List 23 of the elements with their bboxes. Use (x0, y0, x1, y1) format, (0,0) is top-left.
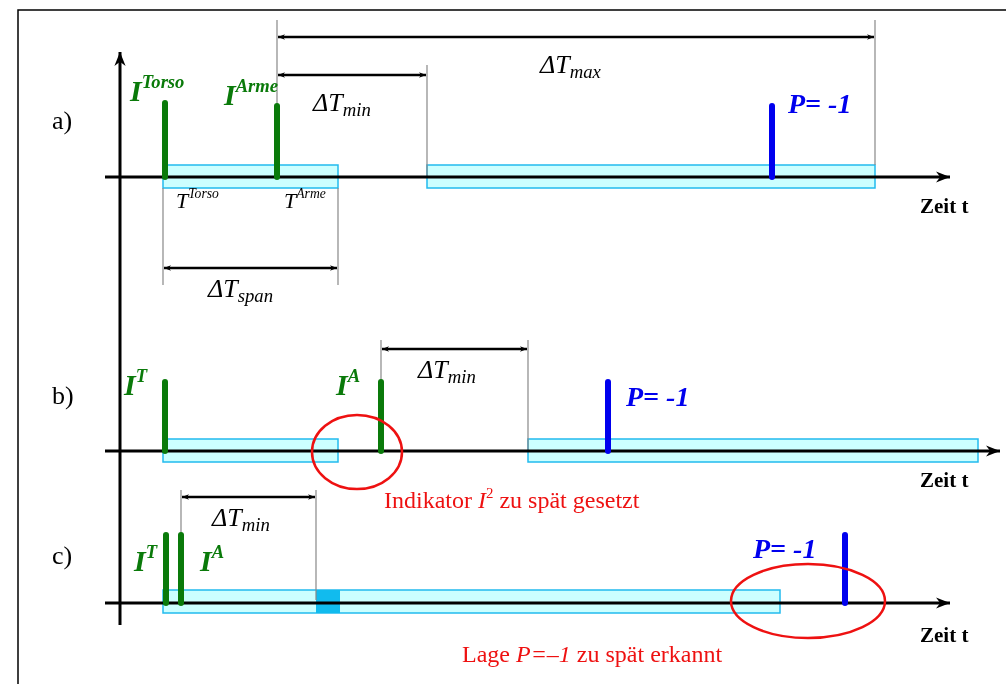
indicator-label: I$^{A}$ (336, 370, 361, 400)
position-label: P= -1 (788, 90, 852, 118)
axis-label: Zeit t (920, 470, 969, 491)
duration-label: ΔT$_{min}$ (418, 357, 476, 383)
duration-label: ΔT$_{min}$ (313, 90, 371, 116)
panel-label: c) (52, 543, 73, 569)
time-label: T$^{Arme}$ (284, 190, 326, 212)
duration-label: ΔT$_{max}$ (540, 52, 601, 78)
indicator-label: I$^{T}$ (134, 546, 158, 576)
position-label: P= -1 (626, 383, 690, 411)
panel-label: a) (52, 108, 73, 134)
time-label: T$^{Torso}$ (176, 190, 219, 212)
annotation-note: Lage P=–1 zu spät erkannt (462, 642, 723, 666)
position-label: P= -1 (753, 535, 817, 563)
panel-label: b) (52, 383, 74, 409)
axis-label: Zeit t (920, 625, 969, 646)
indicator-label: I$^{Torso}$ (130, 76, 185, 106)
indicator-label: I$^{A}$ (200, 546, 225, 576)
annotation-note: Indikator I$^{2}$ zu spät gesetzt (384, 488, 640, 512)
indicator-label: I$^{Arme}$ (224, 80, 279, 110)
indicator-label: I$^{T}$ (124, 370, 148, 400)
axis-label: Zeit t (920, 196, 969, 217)
duration-label: ΔT$_{min}$ (212, 505, 270, 531)
